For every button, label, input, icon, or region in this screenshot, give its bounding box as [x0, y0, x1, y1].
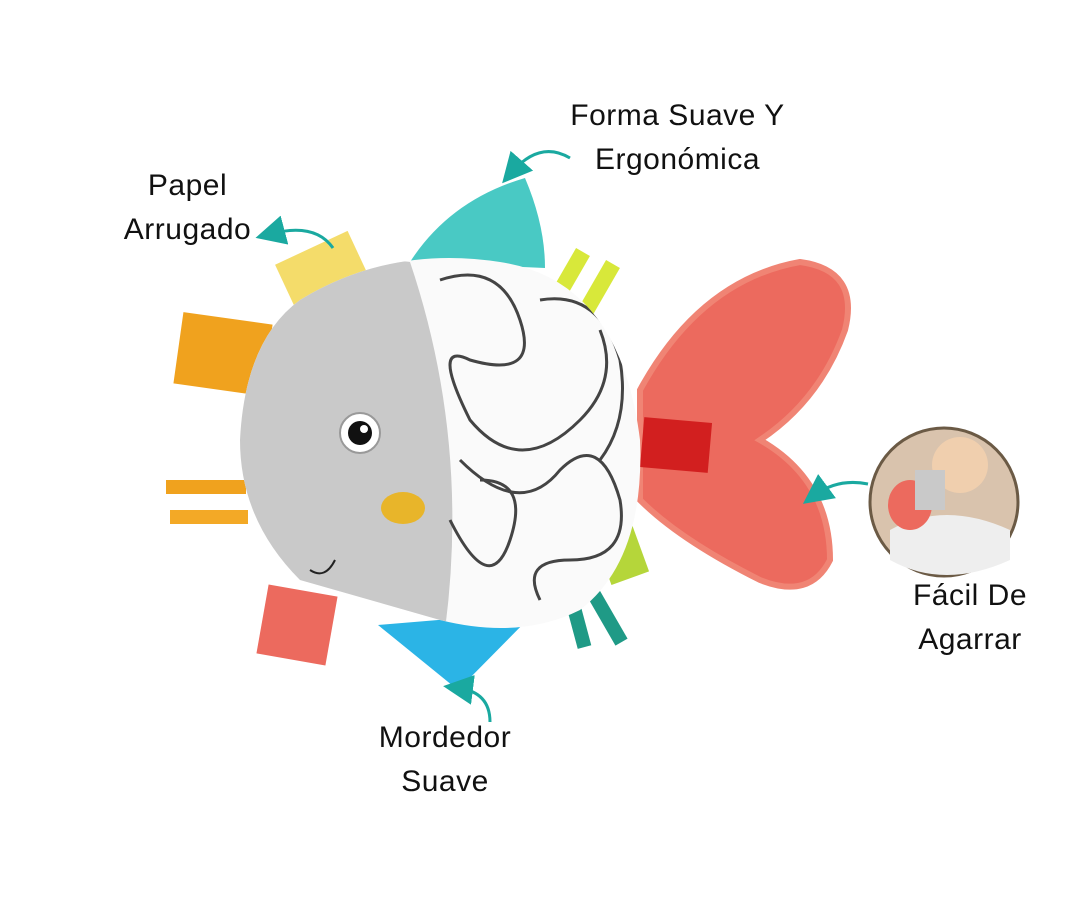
arrow-paper	[255, 215, 335, 249]
smile	[309, 559, 336, 575]
callout-teether: Mordedor Suave	[360, 716, 530, 804]
tag-yellow	[275, 230, 373, 320]
arrow-teether	[443, 674, 492, 723]
cheek	[381, 492, 425, 524]
teether	[378, 612, 535, 690]
callout-shape: Forma Suave Y Ergonómica	[550, 94, 805, 182]
callout-grip-line1: Fácil De	[912, 579, 1028, 612]
doodle-pattern	[439, 273, 624, 601]
callout-teether-line1: Mordedor	[378, 721, 512, 754]
callout-grip-line2: Agarrar	[918, 623, 1022, 656]
ribbon-orange	[166, 480, 246, 494]
arrow-shape	[502, 150, 571, 184]
callout-shape-line1: Forma Suave Y	[570, 99, 785, 132]
top-fin	[410, 178, 545, 268]
callout-shape-line2: Ergonómica	[594, 143, 761, 176]
tag-orange	[173, 312, 273, 396]
ribbon-orange	[170, 510, 248, 524]
callout-paper: Papel Arrugado	[105, 164, 270, 252]
strap-red	[639, 417, 713, 473]
callout-teether-line2: Suave	[401, 765, 489, 798]
eye-pupil	[348, 421, 372, 445]
ribbon-green	[586, 588, 628, 646]
callout-grip: Fácil De Agarrar	[900, 574, 1040, 662]
inset-photo-baby	[868, 426, 1020, 578]
arrow-grip	[802, 474, 869, 504]
callout-paper-line1: Papel	[147, 169, 228, 202]
tag-coral	[256, 584, 338, 666]
tail	[637, 258, 851, 590]
callout-paper-line2: Arrugado	[123, 213, 252, 246]
ribbon-lime	[576, 260, 620, 320]
